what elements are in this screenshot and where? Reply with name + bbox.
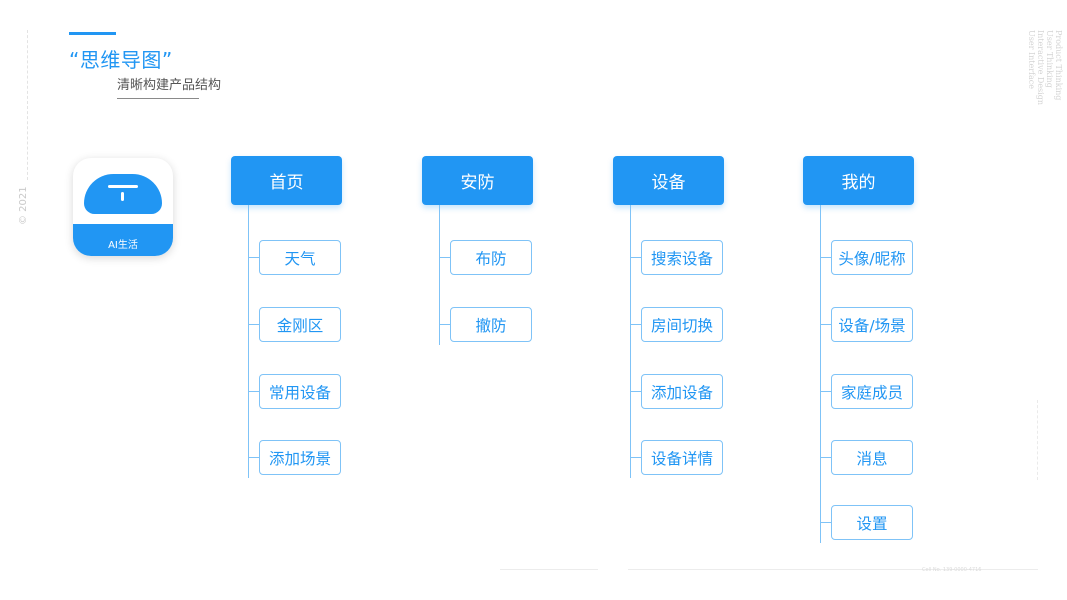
branch-connector [821,257,831,258]
page-subtitle: 清晰构建产品结构 [117,78,222,93]
branch-connector [440,257,450,258]
branch-connector [631,257,641,258]
left-dashed-rule [27,30,28,180]
copyright-text: © 2021 [18,186,29,225]
node-撤防: 撤防 [450,307,532,342]
node-布防: 布防 [450,240,532,275]
right-label-product-thinking: Product Thinking [1054,30,1063,101]
node-消息: 消息 [831,440,913,475]
right-label-interactive-design: Interactive Design [1036,30,1045,105]
branch-connector [821,324,831,325]
branch-connector [249,391,259,392]
page-title: “思维导图” [69,48,173,72]
ai-life-app-icon: AI生活 [73,158,173,256]
node-设备详情: 设备详情 [641,440,723,475]
node-家庭成员: 家庭成员 [831,374,913,409]
branch-connector [821,522,831,523]
node-金刚区: 金刚区 [259,307,341,342]
column-connector-3 [630,205,631,478]
branch-connector [631,457,641,458]
branch-connector [631,391,641,392]
column-header-1: 首页 [231,156,342,205]
node-头像-昵称: 头像/昵称 [831,240,913,275]
column-connector-4 [820,205,821,543]
app-dome-icon [84,174,162,214]
column-connector-1 [248,205,249,478]
node-常用设备: 常用设备 [259,374,341,409]
node-添加设备: 添加设备 [641,374,723,409]
column-header-4: 我的 [803,156,914,205]
node-设备-场景: 设备/场景 [831,307,913,342]
dome-stem [121,192,124,201]
node-搜索设备: 搜索设备 [641,240,723,275]
right-side-labels: Product Thinking User Thinking Interacti… [1027,30,1063,131]
branch-connector [821,391,831,392]
branch-connector [249,324,259,325]
right-label-user-thinking: User Thinking [1045,30,1054,88]
branch-connector [249,257,259,258]
branch-connector [440,324,450,325]
column-connector-2 [439,205,440,345]
title-accent-bar [69,32,116,35]
node-添加场景: 添加场景 [259,440,341,475]
dome-bar [108,185,138,188]
app-icon-bottom [73,224,173,256]
column-header-3: 设备 [613,156,724,205]
node-房间切换: 房间切换 [641,307,723,342]
branch-connector [631,324,641,325]
branch-connector [821,457,831,458]
bottom-frame-line-right [628,569,1038,570]
bottom-frame-line-left [500,569,598,570]
node-设置: 设置 [831,505,913,540]
subtitle-underline [117,98,199,99]
column-header-2: 安防 [422,156,533,205]
branch-connector [249,457,259,458]
right-dashed-rule [1037,400,1038,480]
right-label-user-interface: User Interface [1027,30,1036,89]
app-label: AI生活 [108,240,138,251]
app-icon-top [73,158,173,224]
footer-note: Cell No. 139-0000-4716 [922,567,982,573]
node-天气: 天气 [259,240,341,275]
